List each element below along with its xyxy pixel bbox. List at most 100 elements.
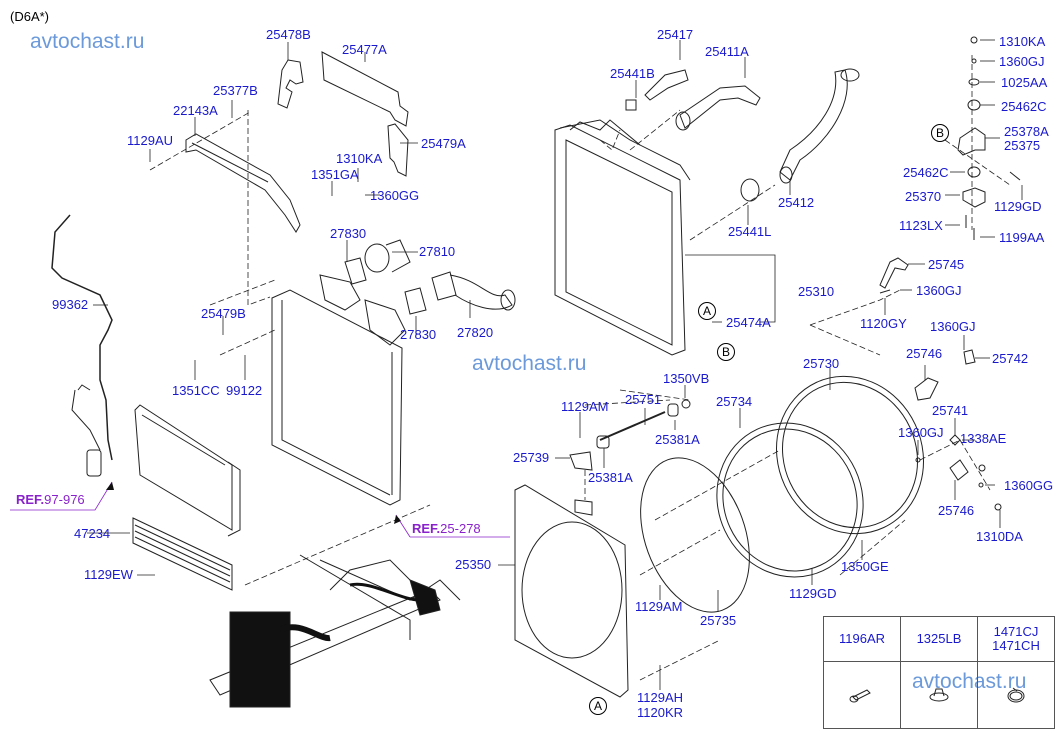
nut-icon [929,688,949,701]
part-label[interactable]: 25734 [716,394,753,409]
hose-clamp-icon [1007,687,1025,702]
part-label[interactable]: 25741 [932,403,969,418]
part-label[interactable]: 25417 [657,27,694,42]
part-label[interactable]: 25479B [201,306,246,321]
ac-hose-99362 [51,214,113,461]
condenser [134,404,241,537]
part-label[interactable]: 25730 [803,356,840,371]
part-label[interactable]: 1360GJ [916,283,962,298]
seal-25479a [387,123,409,177]
part-label[interactable]: 25745 [928,257,965,272]
part-label[interactable]: 25478B [266,27,311,42]
leader-lines [87,39,1023,690]
part-label[interactable]: 27820 [457,325,494,340]
bolt-icon [849,688,871,702]
part-label[interactable]: 25746 [938,503,975,518]
part-label[interactable]: 25411A [705,44,749,59]
part-label[interactable]: 99122 [226,383,263,398]
part-label[interactable]: 1199AA [999,230,1045,245]
engine-variant-label: (D6A*) [10,9,50,24]
ref-link-97-976[interactable]: REF.97-976 [16,493,85,507]
part-label[interactable]: 1310DA [976,529,1023,544]
part-label[interactable]: 1360GJ [999,54,1045,69]
part-label[interactable]: 25375 [1004,138,1041,153]
hardware-cell[interactable]: 1196AR [823,616,901,662]
part-label[interactable]: 25381A [588,470,633,485]
part-label[interactable]: 25310 [798,284,835,299]
fan-shroud [514,484,629,698]
part-label[interactable]: 27830 [400,327,437,342]
part-label[interactable]: 1360GG [370,188,420,203]
shroud-upper-bracket [185,133,301,233]
hardware-table-icon-row [823,661,1055,729]
part-label[interactable]: 1310KA [999,34,1046,49]
part-label[interactable]: 1129GD [789,586,837,601]
part-label[interactable]: 1360GJ [930,319,976,334]
part-label[interactable]: 25350 [455,557,492,572]
mount-bracket [957,36,1021,240]
part-label[interactable]: 1310KA [336,151,383,166]
ref-code: 97-976 [44,492,85,507]
vehicle-frame [209,554,461,708]
ref-prefix: REF. [16,492,45,507]
part-label[interactable]: 1129GD [994,199,1042,214]
hardware-icon-cell [977,661,1055,729]
part-label[interactable]: 1120KR [637,705,684,720]
part-label[interactable]: 25742 [992,351,1029,366]
part-label[interactable]: 1123LX [899,218,943,233]
part-label[interactable]: 1120GY [860,316,907,331]
hardware-code: 1196AR [838,631,885,646]
shroud-rings [640,375,924,613]
radiator-hoses [625,68,860,202]
seal-25477a [321,51,409,127]
part-label[interactable]: 25477A [342,42,387,57]
part-label[interactable]: 27810 [419,244,456,259]
marker-a: A [698,302,716,320]
part-label[interactable]: 27830 [330,226,367,241]
part-label[interactable]: 1025AA [1001,75,1048,90]
part-label[interactable]: 25479A [421,136,466,151]
part-label[interactable]: 25474A [726,315,771,330]
part-label[interactable]: 1351CC [172,383,220,398]
part-label[interactable]: 47234 [74,526,111,541]
part-label[interactable]: 25381A [655,432,700,447]
part-label[interactable]: 1129AM [635,599,683,614]
part-label[interactable]: 25739 [513,450,550,465]
assembly-lines [149,55,1011,681]
part-label[interactable]: 25746 [906,346,943,361]
part-label[interactable]: 1338AE [960,431,1007,446]
part-label[interactable]: 25462C [903,165,949,180]
part-label[interactable]: 1351GA [311,167,359,182]
marker-a: A [589,697,607,715]
part-label[interactable]: 25751 [625,392,662,407]
part-label[interactable]: 25441L [728,224,772,239]
hardware-cell[interactable]: 1325LB [900,616,978,662]
hardware-icon-cell [823,661,901,729]
part-label[interactable]: 25378A [1004,124,1049,139]
part-label[interactable]: 1350VB [663,371,710,386]
oil-cooler [132,517,233,591]
part-label[interactable]: 25370 [905,189,942,204]
part-label[interactable]: 99362 [52,297,89,312]
hardware-code: 1471CH [992,638,1040,653]
part-label[interactable]: 25441B [610,66,655,81]
part-label[interactable]: 22143A [173,103,218,118]
part-label[interactable]: 25412 [778,195,815,210]
part-label[interactable]: 1360GJ [898,425,944,440]
part-label[interactable]: 1360GG [1004,478,1054,493]
part-label[interactable]: 1129EW [84,567,133,582]
part-label[interactable]: 1350GE [841,559,889,574]
part-label[interactable]: 1129AH [637,690,684,705]
part-label[interactable]: 1129AM [561,399,609,414]
part-label[interactable]: 25735 [700,613,737,628]
part-label[interactable]: 25462C [1001,99,1047,114]
part-label[interactable]: 1129AU [127,133,174,148]
intercooler [271,274,406,506]
seal-25478b [277,59,304,109]
part-label[interactable]: 25377B [213,83,258,98]
ref-link-25-278[interactable]: REF.25-278 [412,522,481,536]
watermark: avtochast.ru [30,30,145,53]
